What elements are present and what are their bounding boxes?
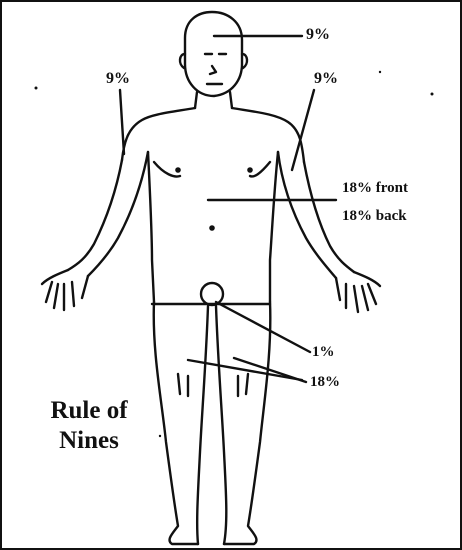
right-arm-percentage-label: 9% <box>314 70 338 88</box>
genital-percentage-label: 1% <box>312 344 335 361</box>
trunk-front-percentage-label: 18% front <box>342 180 408 197</box>
genital-leader-line <box>216 302 310 352</box>
genital-region-circle <box>201 283 223 305</box>
left-leg-outline <box>154 302 198 544</box>
title-line-2: Nines <box>24 426 154 456</box>
neck-outline <box>195 92 232 108</box>
left-arm-percentage-label: 9% <box>106 70 130 88</box>
left-hand-outline <box>42 270 88 310</box>
leg-percentage-label: 18% <box>310 374 340 391</box>
left-arm-leader-line <box>120 90 124 154</box>
right-leg-outline <box>224 302 270 544</box>
trunk-back-percentage-label: 18% back <box>342 208 407 225</box>
diagram-title: Rule of Nines <box>24 396 154 456</box>
head-percentage-label: 9% <box>306 26 330 44</box>
right-hand-outline <box>336 272 380 312</box>
left-arm-outline <box>68 152 148 276</box>
title-line-1: Rule of <box>24 396 154 426</box>
